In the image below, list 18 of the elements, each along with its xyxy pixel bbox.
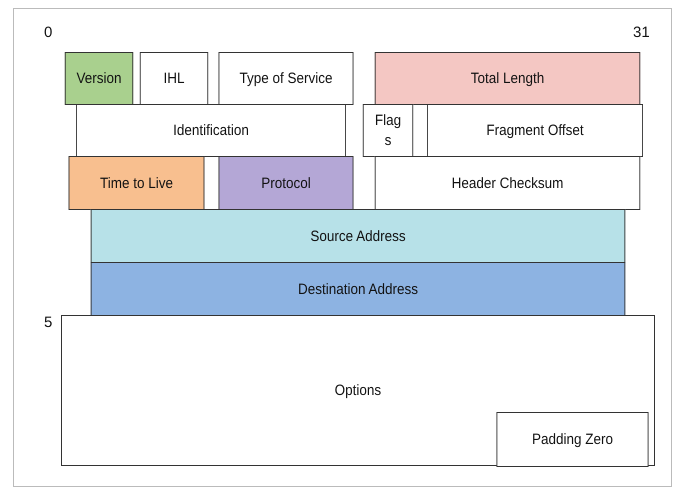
header-field: Time to Live	[68, 156, 204, 210]
header-field: Padding Zero	[496, 412, 649, 467]
header-field: Fragment Offset	[427, 104, 643, 157]
header-field: Destination Address	[90, 262, 626, 316]
header-field: Header Checksum	[374, 156, 640, 210]
field-label: Options	[334, 382, 382, 399]
header-field	[61, 315, 655, 466]
header-field: Type of Service	[218, 52, 354, 105]
bit-number: 31	[633, 24, 650, 41]
bit-number: 5	[44, 314, 52, 331]
header-field: IHL	[140, 52, 208, 105]
header-field: Source Address	[90, 209, 626, 263]
bit-number: 0	[44, 24, 52, 41]
header-field: Identification	[76, 104, 346, 157]
header-field: Flags	[362, 104, 414, 157]
header-field: Protocol	[218, 156, 354, 210]
header-field: Version	[64, 52, 134, 105]
header-field: Total Length	[374, 52, 640, 105]
